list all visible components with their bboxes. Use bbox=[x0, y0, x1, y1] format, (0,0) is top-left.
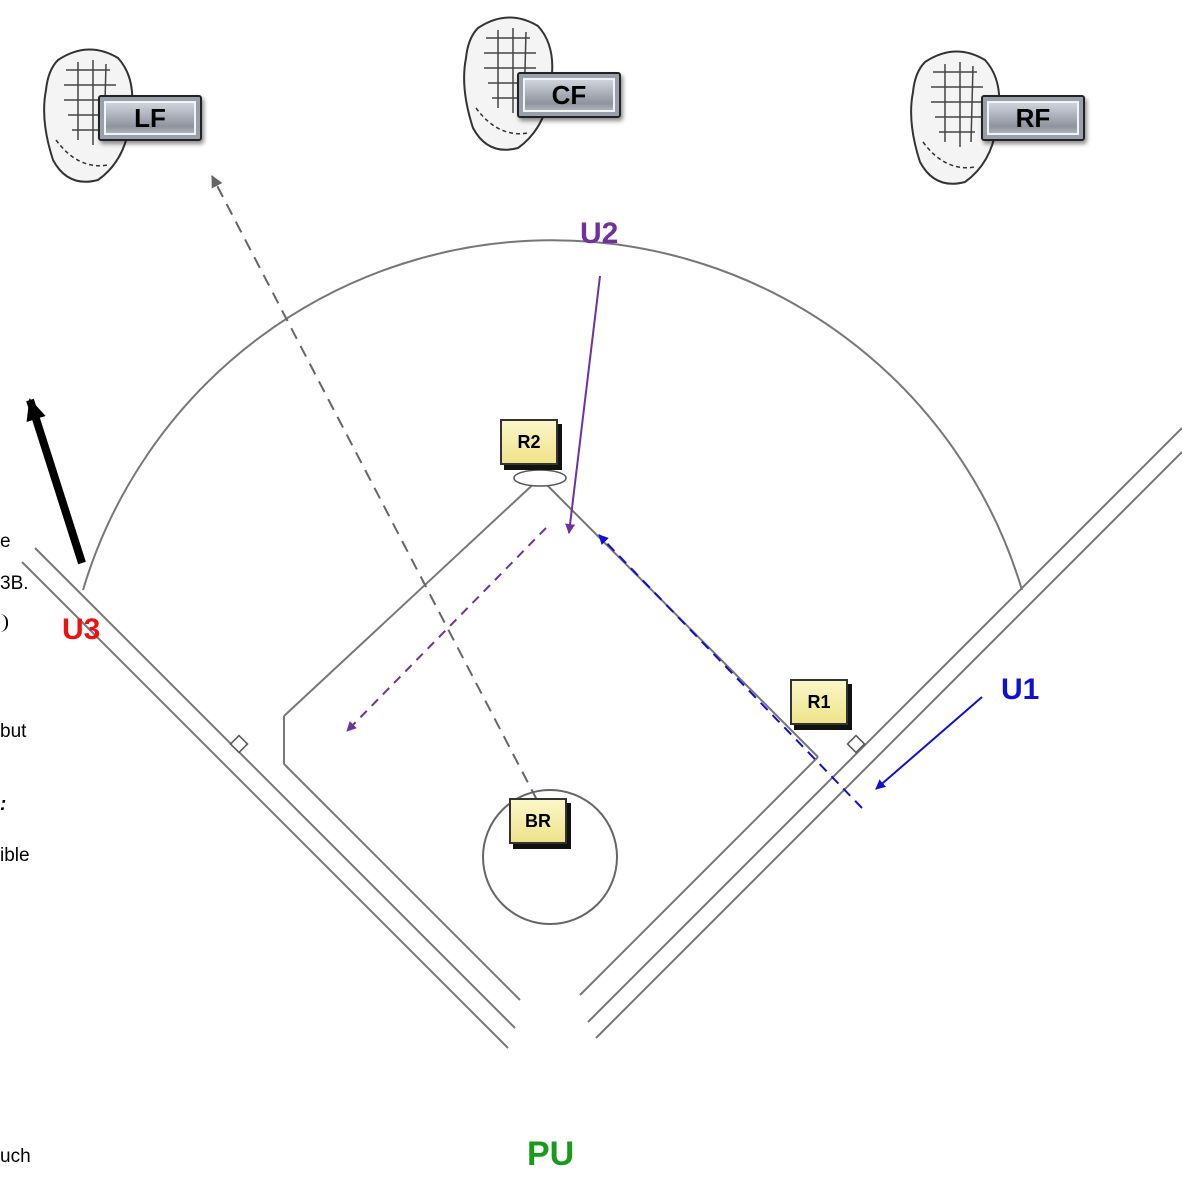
third-base-bag bbox=[229, 734, 249, 754]
fielder-rf-label: RF bbox=[1015, 102, 1051, 133]
foul-line-left bbox=[21, 547, 516, 1049]
text-fragment: 3B. bbox=[0, 573, 29, 594]
fielder-rf: RF bbox=[981, 95, 1085, 141]
runner-r2: R2 bbox=[500, 419, 558, 465]
fielder-lf-label: LF bbox=[134, 102, 166, 133]
ball-path-arrow bbox=[211, 175, 538, 801]
text-fragment: but bbox=[0, 721, 27, 742]
text-fragment: uch bbox=[0, 1146, 31, 1167]
text-fragment-mark bbox=[0, 614, 8, 632]
umpire-u1-label: U1 bbox=[1001, 673, 1040, 706]
u1-movement-arrow bbox=[875, 696, 983, 790]
second-base-bag bbox=[513, 469, 567, 487]
home-plate-circle bbox=[482, 789, 618, 925]
umpire-u2-label: U2 bbox=[580, 217, 619, 250]
text-fragment: e bbox=[0, 531, 11, 552]
direction-arrow-icon bbox=[26, 398, 86, 565]
infield-diamond bbox=[283, 477, 819, 1001]
fielder-cf: CF bbox=[517, 72, 621, 118]
u2-movement-arrow bbox=[565, 275, 601, 534]
foul-line-right bbox=[587, 427, 1182, 1039]
text-fragment-italic-mark: : bbox=[0, 794, 7, 815]
baseball-glove-icon bbox=[910, 50, 1001, 185]
first-base-bag bbox=[846, 734, 866, 754]
runner-r1: R1 bbox=[790, 679, 848, 725]
baseball-glove-icon bbox=[43, 48, 134, 183]
umpire-pu-label: PU bbox=[527, 1135, 575, 1173]
runner-br-label: BR bbox=[525, 810, 551, 831]
fielder-cf-label: CF bbox=[551, 79, 587, 110]
outfield-arc bbox=[82, 239, 1023, 591]
umpire-u3-label: U3 bbox=[62, 613, 101, 646]
runner-r2-label: R2 bbox=[517, 431, 541, 452]
text-fragment: ible bbox=[0, 845, 30, 866]
fielder-lf: LF bbox=[98, 95, 202, 141]
runner-r1-label: R1 bbox=[807, 691, 831, 712]
runner-br: BR bbox=[509, 798, 567, 844]
u1-rotation-arrow bbox=[598, 534, 863, 809]
